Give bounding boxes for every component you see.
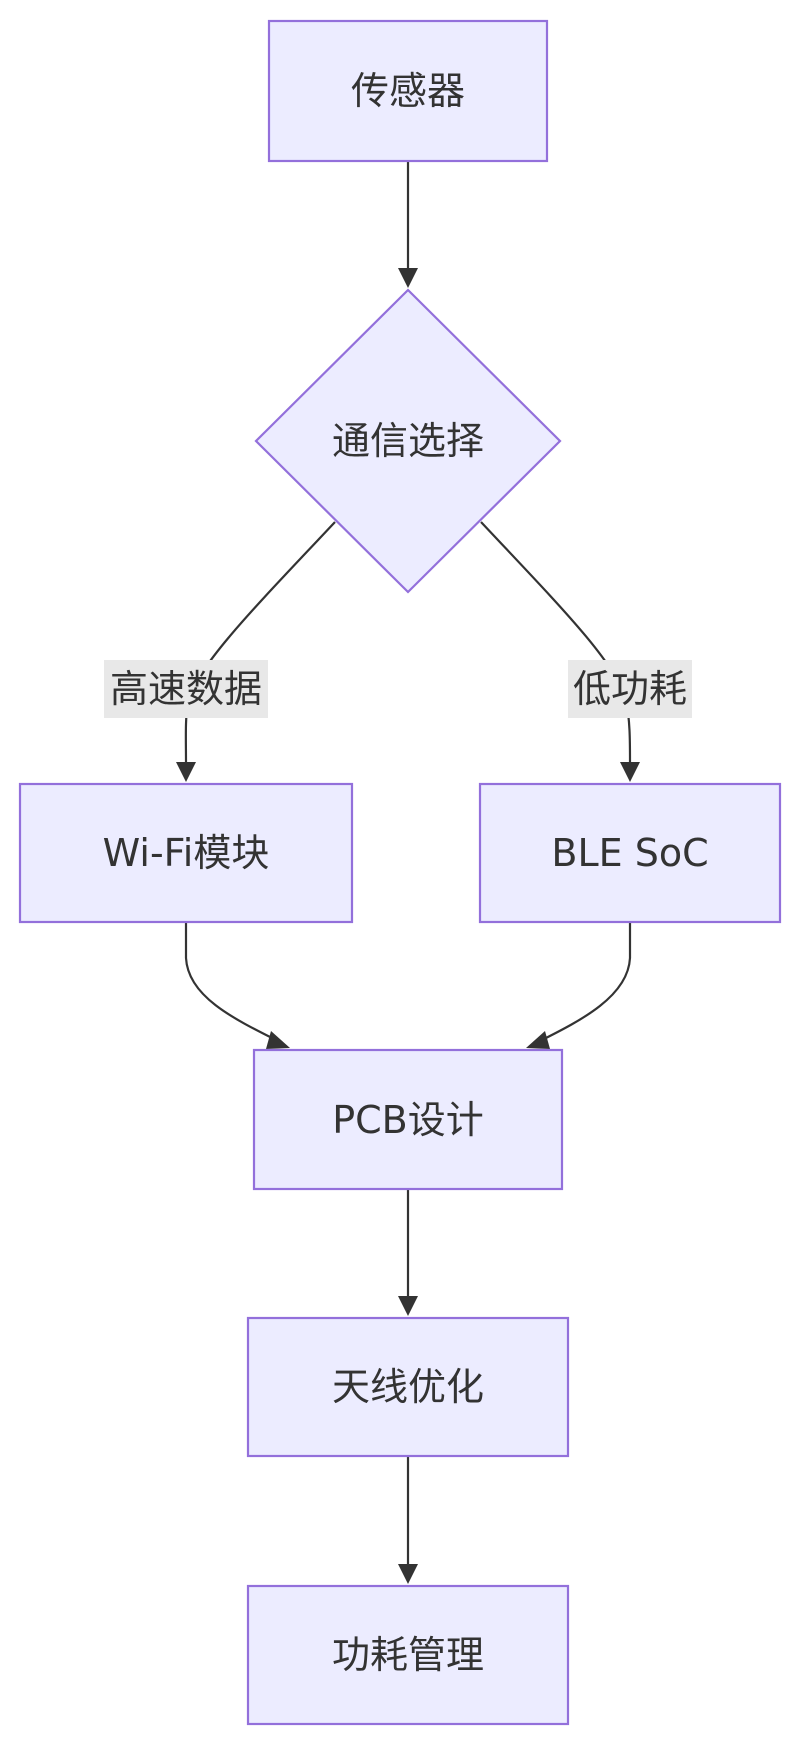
arrowhead-pcb-left bbox=[266, 1031, 290, 1049]
edge-ble-to-pcb bbox=[539, 922, 632, 1042]
node-ble-label: BLE SoC bbox=[551, 831, 708, 875]
edge-label-low-power-bg bbox=[568, 660, 692, 718]
edge-label-low-power: 低功耗 bbox=[568, 660, 692, 718]
arrowhead-comm bbox=[398, 268, 418, 288]
node-ble-box bbox=[478, 782, 782, 924]
edge-label-high-speed-bg bbox=[104, 660, 268, 718]
node-antenna-box bbox=[246, 1316, 570, 1458]
node-comm-select-diamond bbox=[254, 288, 562, 594]
node-antenna-label: 天线优化 bbox=[332, 1365, 484, 1409]
node-pcb: PCB设计 bbox=[252, 1048, 564, 1191]
node-wifi: Wi-Fi模块 bbox=[18, 782, 354, 924]
node-pcb-label: PCB设计 bbox=[332, 1098, 484, 1142]
node-power-box bbox=[246, 1584, 570, 1726]
edge-label-high-speed-text: 高速数据 bbox=[110, 667, 262, 711]
node-comm-select-label: 通信选择 bbox=[332, 419, 484, 463]
node-sensor-box bbox=[267, 19, 549, 163]
node-ble: BLE SoC bbox=[478, 782, 782, 924]
node-sensor: 传感器 bbox=[267, 19, 549, 163]
node-wifi-label: Wi-Fi模块 bbox=[103, 831, 270, 875]
edge-label-low-power-text: 低功耗 bbox=[573, 667, 687, 711]
arrowhead-power bbox=[398, 1564, 418, 1584]
node-sensor-label: 传感器 bbox=[351, 69, 465, 113]
arrowhead-pcb-right bbox=[526, 1031, 550, 1049]
arrowhead-antenna bbox=[398, 1296, 418, 1316]
edge-comm-to-wifi bbox=[184, 521, 336, 763]
node-pcb-box bbox=[252, 1048, 564, 1191]
arrowhead-ble bbox=[620, 762, 640, 782]
node-comm-select: 通信选择 bbox=[254, 288, 562, 594]
node-antenna: 天线优化 bbox=[246, 1316, 570, 1458]
edge-wifi-to-pcb bbox=[184, 922, 279, 1042]
node-power-label: 功耗管理 bbox=[332, 1633, 484, 1677]
arrowhead-wifi bbox=[176, 762, 196, 782]
edge-label-high-speed: 高速数据 bbox=[104, 660, 268, 718]
edge-comm-to-ble bbox=[480, 521, 632, 763]
node-wifi-box bbox=[18, 782, 354, 924]
node-power: 功耗管理 bbox=[246, 1584, 570, 1726]
